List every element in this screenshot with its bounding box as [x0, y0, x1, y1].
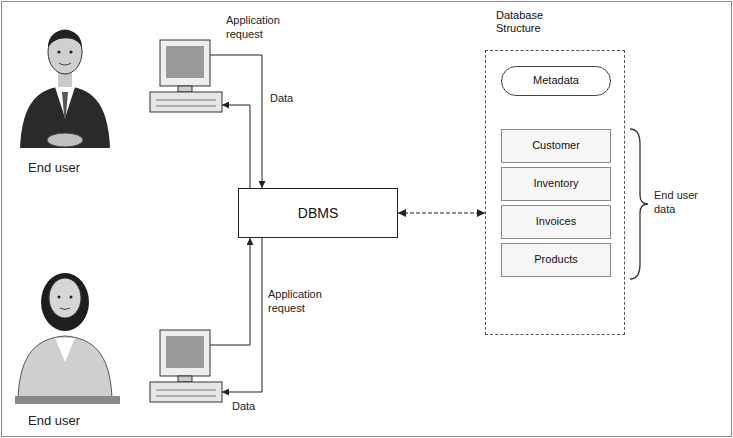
structure-heading: Database Structure — [496, 9, 586, 35]
node-label: Inventory — [533, 177, 578, 190]
node-label: Products — [534, 253, 577, 266]
computer-icon — [150, 40, 222, 112]
request-wire — [210, 238, 250, 345]
flow-label: Data — [232, 400, 272, 414]
metadata-pill: Metadata — [501, 66, 611, 96]
table-box: Invoices — [501, 205, 611, 239]
user-label: End user — [28, 413, 118, 429]
node-label: Customer — [532, 139, 580, 152]
node-label: DBMS — [298, 205, 338, 222]
dbms-box: DBMS — [238, 188, 398, 238]
user-label: End user — [28, 160, 118, 176]
flow-label: Data — [270, 92, 310, 106]
brace — [630, 129, 648, 279]
table-box: Inventory — [501, 167, 611, 201]
data-wire — [222, 105, 250, 188]
node-label: Invoices — [536, 215, 576, 228]
data-wire — [222, 238, 262, 392]
connector-arrow — [398, 212, 485, 213]
computer-icon — [150, 330, 222, 402]
woman-figure — [15, 273, 120, 404]
database-structure-box: MetadataCustomerInventoryInvoicesProduct… — [485, 50, 625, 335]
man-figure — [20, 30, 110, 148]
table-box: Customer — [501, 129, 611, 163]
node-label: Metadata — [533, 74, 579, 87]
flow-label: Application request — [268, 288, 338, 316]
group-label: End user data — [654, 189, 716, 217]
flow-label: Application request — [226, 14, 296, 42]
request-wire — [210, 55, 262, 188]
table-box: Products — [501, 243, 611, 277]
